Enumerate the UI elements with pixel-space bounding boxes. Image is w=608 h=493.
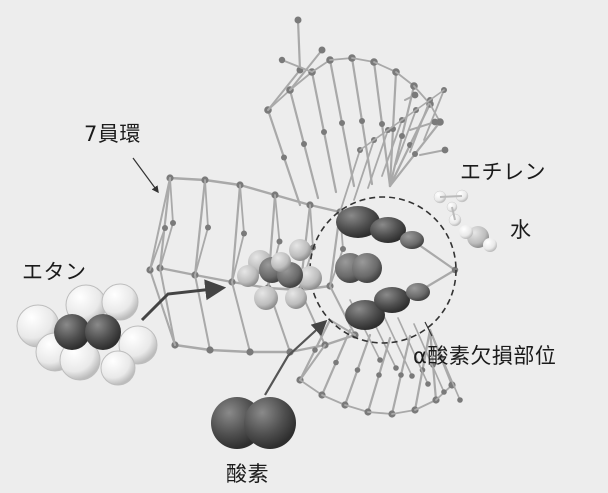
free-ethane-molecule [17, 284, 157, 385]
ethane-entry-arrow [142, 288, 222, 320]
oxygen-label: 酸素 [226, 458, 269, 488]
ethylene-molecule [434, 190, 468, 226]
ring7-pointer [133, 158, 158, 192]
adsorbed-ethane-molecule [237, 239, 322, 310]
alpha-vacancy-label: α酸素欠損部位 [413, 340, 556, 370]
water-molecule [459, 225, 497, 252]
ring7-label: 7員環 [84, 118, 141, 148]
pore-oxygen-atoms [335, 253, 382, 283]
water-label: 水 [510, 214, 532, 244]
oxygen-molecule [211, 397, 296, 449]
ethylene-label: エチレン [460, 156, 546, 186]
ethane-label: エタン [22, 256, 87, 286]
